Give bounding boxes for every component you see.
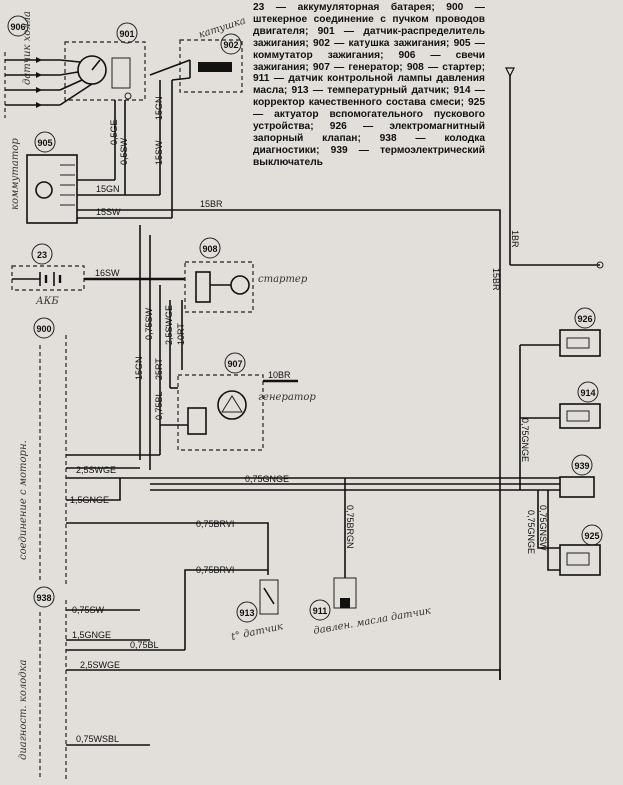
wire-075sw-label: 0,75SW <box>144 307 154 340</box>
wire-075gnge-v2-label: 0,75GNGE <box>526 510 536 554</box>
component-901-label: 901 <box>119 29 134 39</box>
component-913-temp-sensor: 913 <box>236 579 279 623</box>
note-batt: АКБ <box>35 296 59 307</box>
wire-075gnge-label: 0,75GNGE <box>245 474 289 484</box>
wire-075gnge-v-label: 0,75GNGE <box>520 418 530 462</box>
component-23-battery: 23 <box>11 243 85 291</box>
wire-15gnge-1-label: 1,5GNGE <box>70 495 109 505</box>
wire-25swge-1-label: 2,5SWGE <box>76 465 116 475</box>
wire-15gn-b-label: 15GN <box>96 184 120 194</box>
component-926-label: 926 <box>577 314 592 324</box>
wire-05sw-label: 0,5SW <box>119 137 129 165</box>
component-914-corrector: 914 <box>559 381 601 429</box>
wire-15br-h-label: 15BR <box>200 199 223 209</box>
wire-075bl-d-label: 0,75BL <box>130 640 159 650</box>
component-906-label: 906 <box>10 22 25 32</box>
component-905-commutator: 905 <box>26 131 78 224</box>
component-902-label: 902 <box>223 40 238 50</box>
wire-15gnge-d-label: 1,5GNGE <box>72 630 111 640</box>
wire-15sw-b-label: 15SW <box>96 207 121 217</box>
component-925-actuator: 925 <box>559 524 603 576</box>
note-starter: стартер <box>258 274 308 285</box>
component-907-generator: 907 <box>177 352 264 451</box>
component-938-diag-block: 938 <box>33 586 67 780</box>
component-914-label: 914 <box>580 388 595 398</box>
wire-25rt-label: 25RT <box>154 358 164 380</box>
component-926-valve: 926 <box>559 307 601 357</box>
wire-075gnsw-label: 0,75GNSW <box>538 505 548 551</box>
component-911-oil-sensor: 911 <box>309 577 357 621</box>
note-coil: катушка <box>198 15 248 40</box>
wire-075wsbl-label: 0,75WSBL <box>76 734 119 744</box>
note-sensor: датчик холла <box>22 11 33 85</box>
note-comm: коммутатор <box>10 138 21 210</box>
component-925-label: 925 <box>584 531 599 541</box>
component-911-label: 911 <box>313 606 328 616</box>
component-901-distributor: 901 <box>59 22 146 106</box>
wire-15br-v-label: 15BR <box>491 268 501 291</box>
note-plug: соединение с моторн. <box>18 440 29 560</box>
wire-075brvi-2-label: 0,75BRVI <box>196 565 234 575</box>
component-907-label: 907 <box>227 359 242 369</box>
legend-text: 23 — аккумуляторная батарея; 900 — штеке… <box>253 2 485 168</box>
wire-1br-label: 1BR <box>510 230 520 248</box>
wire-075brvi-1-label: 0,75BRVI <box>196 519 234 529</box>
note-oil: давлен. масла датчик <box>313 605 432 637</box>
wire-10rt-label: 10RT <box>176 323 186 345</box>
component-906-spark-plugs: 906 <box>4 15 60 118</box>
component-905-label: 905 <box>37 138 52 148</box>
wire-075brgn-label: 0,75BRGN <box>345 505 355 549</box>
component-939-label: 939 <box>574 461 589 471</box>
component-23-label: 23 <box>37 250 47 260</box>
wire-15sw-label: 15SW <box>154 140 164 165</box>
wire-15gn-label: 15GN <box>154 96 164 120</box>
wire-075bl-v-label: 0,75BL <box>154 391 164 420</box>
component-908-label: 908 <box>202 244 217 254</box>
wire-15gn-c-label: 15GN <box>134 356 144 380</box>
wire-10br-label: 10BR <box>268 370 291 380</box>
note-temp: t° датчик <box>230 621 284 643</box>
component-913-label: 913 <box>239 608 254 618</box>
wire-25swge-d-label: 2,5SWGE <box>80 660 120 670</box>
component-939-thermo-switch: 939 <box>559 454 595 498</box>
component-902-ignition-coil: 902 <box>179 33 243 93</box>
wire-05ge-label: 0,5GE <box>109 119 119 145</box>
wire-075sw-d-label: 0,75SW <box>72 605 105 615</box>
wire-16sw-label: 16SW <box>95 268 120 278</box>
wire-255wge-label: 2,5SWGE <box>164 305 174 345</box>
note-gen: генератор <box>258 392 316 403</box>
note-diag: диагност. колодка <box>18 659 29 760</box>
component-900-plug: 900 <box>33 317 67 585</box>
component-900-label: 900 <box>36 324 51 334</box>
component-908-starter: 908 <box>184 237 254 313</box>
component-938-label: 938 <box>36 593 51 603</box>
